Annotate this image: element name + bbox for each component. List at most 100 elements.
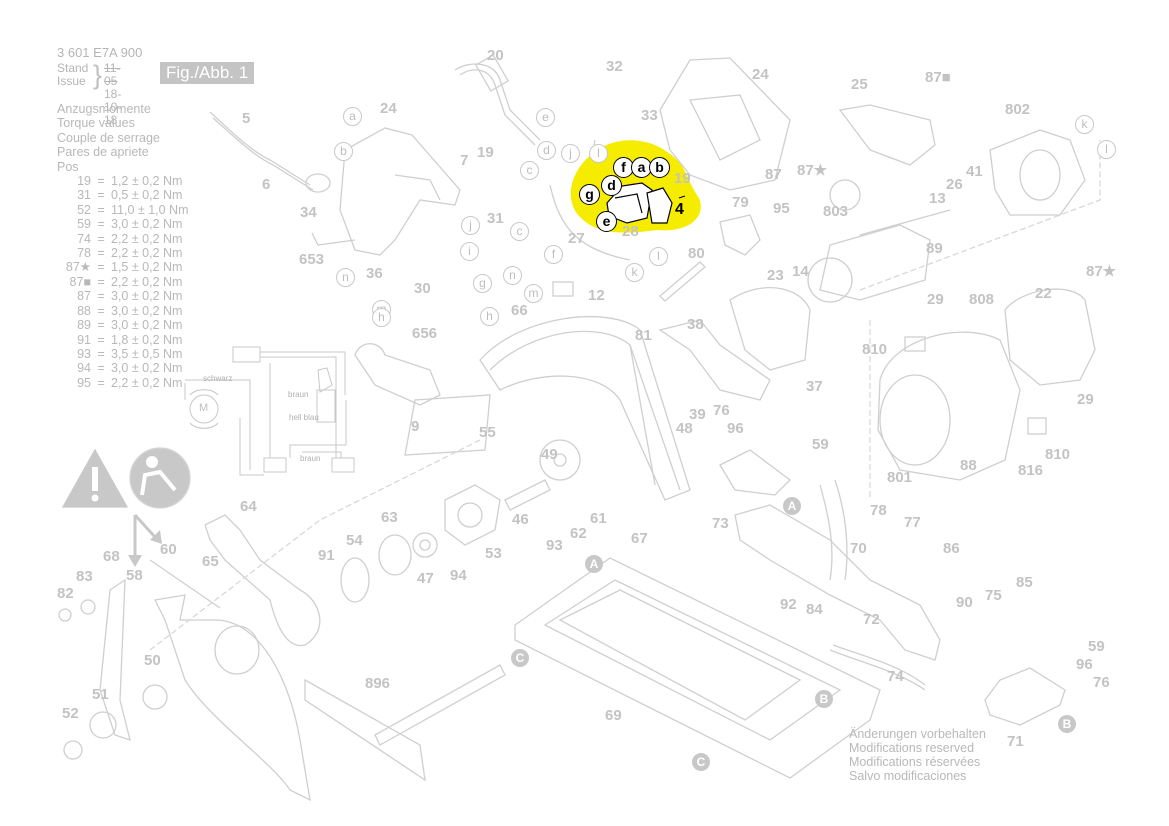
part-number-label[interactable]: 55	[479, 424, 496, 441]
part-number-label[interactable]: 7	[460, 152, 469, 169]
part-number-label[interactable]: 26	[946, 176, 963, 193]
part-number-label[interactable]: 23	[767, 267, 784, 284]
part-number-label[interactable]: 37	[806, 378, 823, 395]
part-number-label[interactable]: 41	[966, 163, 983, 180]
part-number-label[interactable]: 84	[806, 601, 823, 618]
wire-label-schwarz: schwarz	[203, 374, 233, 383]
part-number-label[interactable]: 59	[1088, 638, 1105, 655]
part-number-label[interactable]: 34	[300, 204, 317, 221]
part-number-label[interactable]: 87★	[1086, 263, 1117, 280]
part-number-label[interactable]: 653	[299, 251, 325, 268]
connector-letter: n	[503, 266, 522, 285]
part-number-label[interactable]: 810	[1045, 446, 1071, 463]
part-number-label[interactable]: 29	[1077, 391, 1094, 408]
part-number-label[interactable]: 67	[631, 530, 648, 547]
part-number-label[interactable]: 22	[1035, 285, 1052, 302]
part-number-label[interactable]: 25	[851, 76, 868, 93]
part-number-label[interactable]: 51	[92, 686, 109, 703]
part-number-label[interactable]: 70	[850, 540, 867, 557]
part-number-label[interactable]: 53	[485, 545, 502, 562]
part-number-label[interactable]: 816	[1018, 462, 1044, 479]
part-number-label[interactable]: 72	[863, 611, 880, 628]
part-number-label[interactable]: 810	[862, 341, 888, 358]
part-number-label[interactable]: 61	[590, 510, 607, 527]
part-number-label[interactable]: 24	[380, 100, 397, 117]
part-number-label[interactable]: 47	[417, 570, 434, 587]
part-number-label[interactable]: 91	[318, 547, 335, 564]
part-number-label[interactable]: 801	[887, 469, 913, 486]
part-number-label[interactable]: 29	[927, 291, 944, 308]
part-number-label[interactable]: 65	[202, 553, 219, 570]
part-number-label[interactable]: 76	[713, 402, 730, 419]
part-number-label[interactable]: 808	[969, 291, 995, 308]
part-number-label[interactable]: 19	[477, 144, 494, 161]
part-number-label[interactable]: 656	[412, 325, 438, 342]
part-number-label[interactable]: 81	[635, 327, 652, 344]
part-number-label[interactable]: 12	[588, 287, 605, 304]
part-number-label[interactable]: 75	[985, 587, 1002, 604]
part-number-label[interactable]: 73	[712, 515, 729, 532]
part-number-label[interactable]: 77	[904, 514, 921, 531]
part-number-label[interactable]: 64	[240, 498, 257, 515]
part-number-label[interactable]: 74	[887, 668, 904, 685]
part-number-label[interactable]: 85	[1016, 574, 1033, 591]
part-number-label[interactable]: 54	[346, 532, 363, 549]
part-number-label[interactable]: 802	[1005, 101, 1031, 118]
part-number-label[interactable]: 30	[414, 280, 431, 297]
part-number-label[interactable]: 896	[365, 675, 391, 692]
part-number-label[interactable]: 60	[160, 541, 177, 558]
part-number-label[interactable]: 96	[1076, 656, 1093, 673]
part-number-label[interactable]: 86	[943, 540, 960, 557]
part-number-label[interactable]: 87■	[925, 69, 951, 86]
part-number-label[interactable]: 71	[1007, 733, 1024, 750]
part-number-label[interactable]: 94	[450, 567, 467, 584]
part-number-label[interactable]: 20	[487, 47, 504, 64]
part-number-label[interactable]: 87	[765, 166, 782, 183]
part-number-label[interactable]: 38	[687, 316, 704, 333]
part-number-label[interactable]: 78	[870, 502, 887, 519]
part-number-label[interactable]: 90	[956, 594, 973, 611]
part-number-label[interactable]: 58	[126, 567, 143, 584]
wire-label-braun: braun	[288, 390, 309, 399]
part-number-label[interactable]: 83	[76, 568, 93, 585]
part-number-label[interactable]: 80	[688, 245, 705, 262]
part-number-label[interactable]: 9	[411, 418, 420, 435]
part-number-label[interactable]: 33	[641, 107, 658, 124]
part-number-label[interactable]: 32	[606, 58, 623, 75]
part-number-label[interactable]: 76	[1093, 674, 1110, 691]
part-number-label[interactable]: 14	[792, 263, 809, 280]
part-number-label[interactable]: 95	[773, 200, 790, 217]
part-number-label[interactable]: 79	[732, 194, 749, 211]
part-number-label[interactable]: 68	[103, 548, 120, 565]
part-number-label[interactable]: 96	[727, 420, 744, 437]
part-number-label[interactable]: 49	[541, 446, 558, 463]
part-number-label[interactable]: 27	[568, 230, 585, 247]
part-number-label[interactable]: 39	[689, 406, 706, 423]
part-number-label[interactable]: 82	[57, 585, 74, 602]
part-number-label[interactable]: 5	[242, 110, 251, 127]
torque-row: 87★=1,5 ± 0,2 Nm	[57, 260, 221, 274]
part-number-label[interactable]: 803	[823, 203, 849, 220]
part-number-label[interactable]: 13	[929, 190, 946, 207]
part-number-label[interactable]: 69	[605, 707, 622, 724]
part-number-label[interactable]: 87★	[797, 162, 828, 179]
part-number-label[interactable]: 66	[511, 302, 528, 319]
part-number-label[interactable]: 89	[926, 240, 943, 257]
part-number-label[interactable]: 92	[780, 596, 797, 613]
part-number-label[interactable]: 50	[144, 652, 161, 669]
part-number-label[interactable]: 36	[366, 265, 383, 282]
part-number-label[interactable]: 52	[62, 705, 79, 722]
part-number-label[interactable]: 28	[622, 223, 639, 240]
part-number-label[interactable]: 63	[381, 509, 398, 526]
part-number-label[interactable]: 19	[674, 170, 691, 187]
part-number-label[interactable]: 48	[676, 420, 693, 437]
part-number-label[interactable]: 62	[570, 525, 587, 542]
part-number-label[interactable]: 24	[752, 66, 769, 83]
part-number-label[interactable]: 46	[512, 511, 529, 528]
part-number-label[interactable]: 88	[960, 457, 977, 474]
part-number-label[interactable]: 93	[546, 537, 563, 554]
part-number-label[interactable]: 59	[812, 436, 829, 453]
part-number-label[interactable]: 6	[262, 176, 271, 193]
part-number-4-highlighted[interactable]: 4	[675, 201, 684, 218]
part-number-label[interactable]: 31	[487, 210, 504, 227]
